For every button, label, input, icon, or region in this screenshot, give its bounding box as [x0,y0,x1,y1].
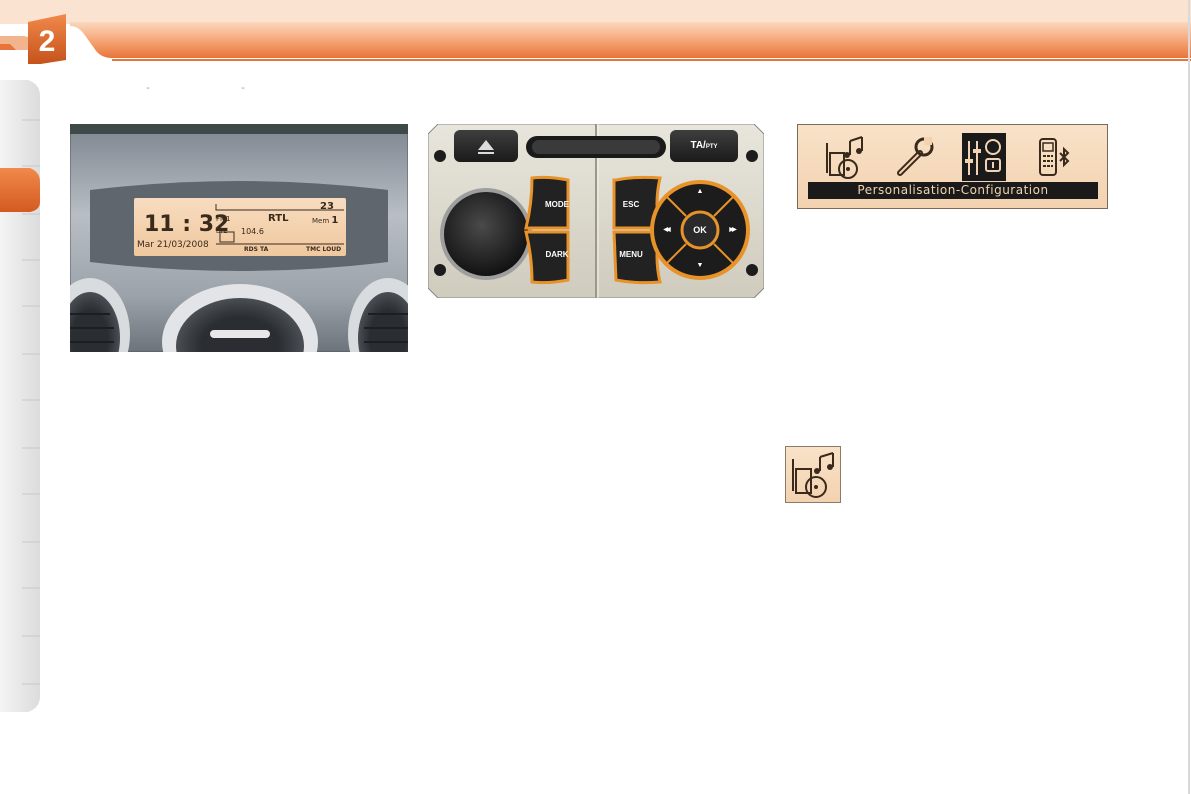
menu-icon-row [822,133,1092,181]
radio-band: FM1 [216,215,231,223]
menu-button[interactable]: MENU [619,250,643,259]
section-mark-1: ̈ [148,86,150,96]
clock-time: 11 : 32 [144,212,230,237]
ok-button[interactable]: OK [693,225,707,235]
up-arrow-icon[interactable]: ▲ [696,188,704,195]
tmc-indicator: TMC LOUD [306,246,342,253]
side-tabs-graphic [0,80,40,712]
memory-preset: Mem 1 [312,215,338,226]
memory-number: 1 [331,215,339,226]
audio-icon[interactable] [822,133,866,181]
chapter-number: 2 [38,25,56,58]
lcd-lines [215,204,344,245]
dashboard-display-figure: 11 : 32 Mar 21/03/2008 23 FM1 RTL Mem 1 … [50,123,428,400]
phone-bluetooth-icon[interactable] [1032,133,1076,181]
rds-indicator: RDS TA [244,246,269,253]
page-edge [1188,0,1190,794]
esc-button[interactable]: ESC [622,200,640,209]
mode-button[interactable]: MODE [545,200,569,209]
left-arrow-icon[interactable]: ◀◀ [663,227,670,233]
audio-icon [785,446,841,503]
settings-sliders-icon[interactable] [962,133,1006,181]
menu-screen-figure: Personalisation-Configuration [797,124,1108,209]
radio-frequency: 104.6 [241,227,264,236]
ta-pty-button[interactable]: TA/PTY [678,140,730,151]
side-tab-active [0,168,40,212]
side-tab-column [0,80,44,712]
dark-button[interactable]: DARK [545,250,569,259]
control-panel-figure: TA/PTY MODE DARK ESC MENU OK ▲ ▼ ◀◀ ▶▶ [427,123,765,299]
radio-station: RTL [268,213,289,224]
multifunction-lcd: 11 : 32 Mar 21/03/2008 23 FM1 RTL Mem 1 … [134,198,346,256]
clock-date: Mar 21/03/2008 [137,240,209,250]
control-panel-illustration [427,123,765,299]
menu-caption: Personalisation-Configuration [808,182,1098,199]
ta-label: TA/ [690,140,706,151]
pty-label: PTY [705,144,718,150]
outside-temperature: 23 [320,201,334,212]
header-band [0,0,1191,64]
wrench-icon[interactable] [892,133,936,181]
down-arrow-icon[interactable]: ▼ [696,262,704,269]
right-arrow-icon[interactable]: ▶▶ [729,227,736,233]
section-mark-2: ̈ [243,86,245,96]
page-header: 2 [0,0,1191,64]
memory-label: Mem [312,217,330,225]
